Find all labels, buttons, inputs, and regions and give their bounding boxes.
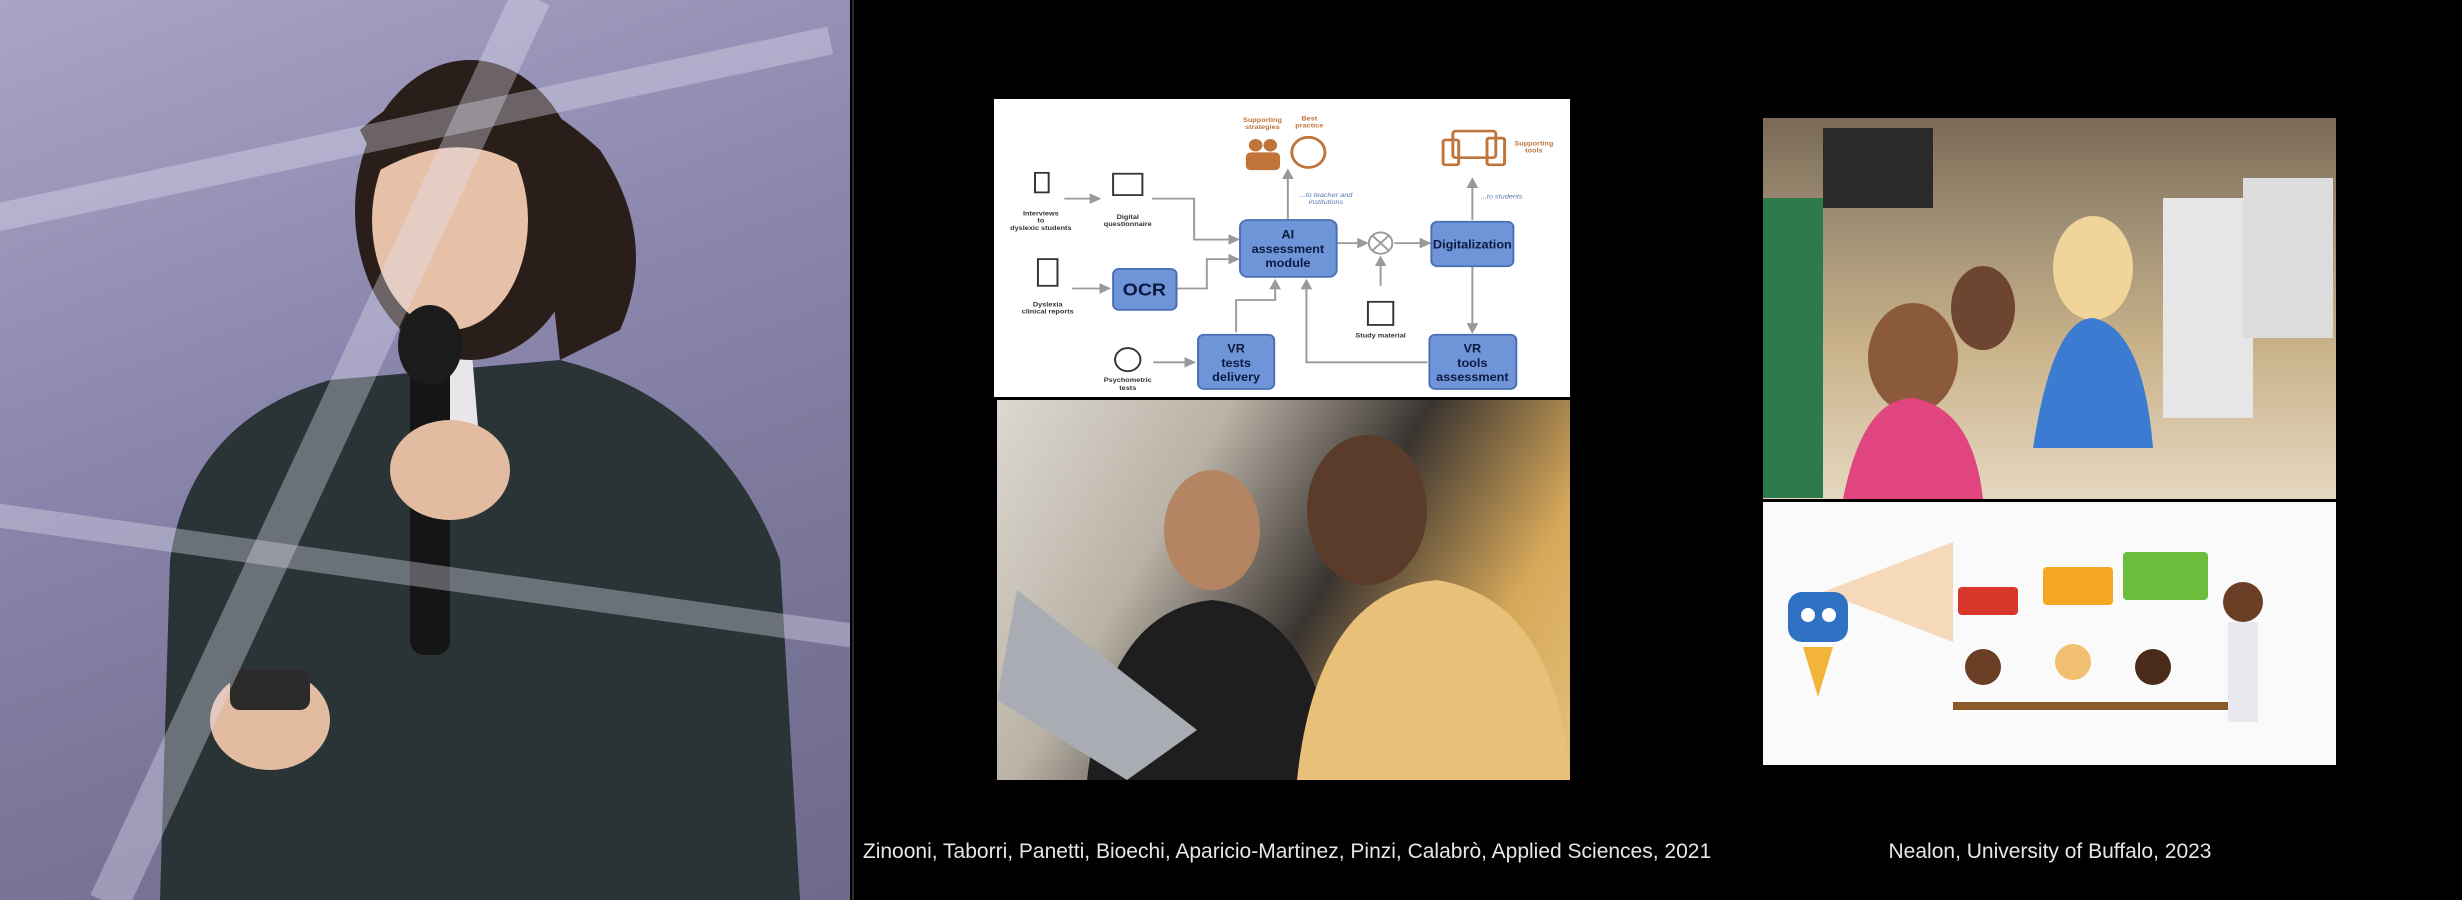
svg-text:questionnaire: questionnaire xyxy=(1104,221,1152,228)
svg-text:Interviews: Interviews xyxy=(1023,211,1059,218)
svg-text:institutions: institutions xyxy=(1309,199,1344,206)
svg-text:Supporting: Supporting xyxy=(1243,117,1282,124)
laptop xyxy=(997,590,1197,780)
documents-icon xyxy=(1036,258,1059,287)
svg-text:Best: Best xyxy=(1301,116,1318,123)
students-laptop-photo xyxy=(997,400,1570,780)
speech-bubble xyxy=(2123,552,2208,600)
svg-text:AI: AI xyxy=(1282,228,1295,241)
node-ocr xyxy=(1112,268,1178,311)
svg-text:tools: tools xyxy=(1525,148,1543,155)
speech-bubble xyxy=(1958,587,2018,615)
supporting-tools-icon xyxy=(1441,129,1507,167)
node-vr-tests xyxy=(1197,333,1276,390)
svg-text:dyslexic students: dyslexic students xyxy=(1010,225,1072,232)
svg-text:...to students: ...to students xyxy=(1481,194,1523,201)
supporting-strategies-icon xyxy=(1245,139,1281,171)
svg-text:Psychometric: Psychometric xyxy=(1104,377,1152,384)
svg-text:...to teacher and: ...to teacher and xyxy=(1299,192,1353,199)
study-material-icon xyxy=(1366,300,1395,326)
assessment-diagram: AI assessment module OCR VR tests delive… xyxy=(994,99,1570,397)
computer-icon xyxy=(1112,172,1144,196)
citation-left: Zinooni, Taborri, Panetti, Bioechi, Apar… xyxy=(862,840,1712,863)
best-practice-icon xyxy=(1290,135,1327,169)
head-icon xyxy=(1114,347,1142,373)
svg-text:assessment: assessment xyxy=(1436,371,1509,384)
node-ai-module xyxy=(1239,219,1338,278)
presentation-clicker xyxy=(230,670,310,710)
speaker-figure xyxy=(160,60,800,900)
svg-text:assessment: assessment xyxy=(1252,242,1325,255)
svg-text:clinical reports: clinical reports xyxy=(1022,309,1074,316)
svg-text:OCR: OCR xyxy=(1123,279,1167,299)
svg-text:tests: tests xyxy=(1119,385,1136,392)
svg-text:Dyslexia: Dyslexia xyxy=(1033,302,1063,309)
classroom-computers-photo xyxy=(1763,118,2336,499)
svg-text:tests: tests xyxy=(1221,356,1251,369)
node-digitalization xyxy=(1430,220,1515,268)
svg-text:to: to xyxy=(1037,218,1044,225)
svg-text:Supporting: Supporting xyxy=(1514,140,1553,147)
robot-classroom-illustration xyxy=(1763,502,2336,765)
svg-text:module: module xyxy=(1265,257,1310,270)
node-vr-tools xyxy=(1428,333,1518,390)
robot-icon xyxy=(1788,592,1848,697)
svg-text:Digitalization: Digitalization xyxy=(1433,238,1512,251)
citation-right: Nealon, University of Buffalo, 2023 xyxy=(1888,840,2212,863)
svg-text:Digital: Digital xyxy=(1117,214,1139,221)
svg-text:VR: VR xyxy=(1227,342,1245,355)
svg-text:Study material: Study material xyxy=(1355,333,1405,340)
svg-text:delivery: delivery xyxy=(1212,371,1260,384)
speaker-video-feed xyxy=(0,0,850,900)
svg-text:tools: tools xyxy=(1457,356,1488,369)
svg-text:strategies: strategies xyxy=(1245,124,1280,131)
svg-text:VR: VR xyxy=(1464,342,1482,355)
speech-bubble xyxy=(2043,567,2113,605)
interview-icon xyxy=(1034,171,1050,194)
svg-text:practice: practice xyxy=(1295,123,1323,130)
